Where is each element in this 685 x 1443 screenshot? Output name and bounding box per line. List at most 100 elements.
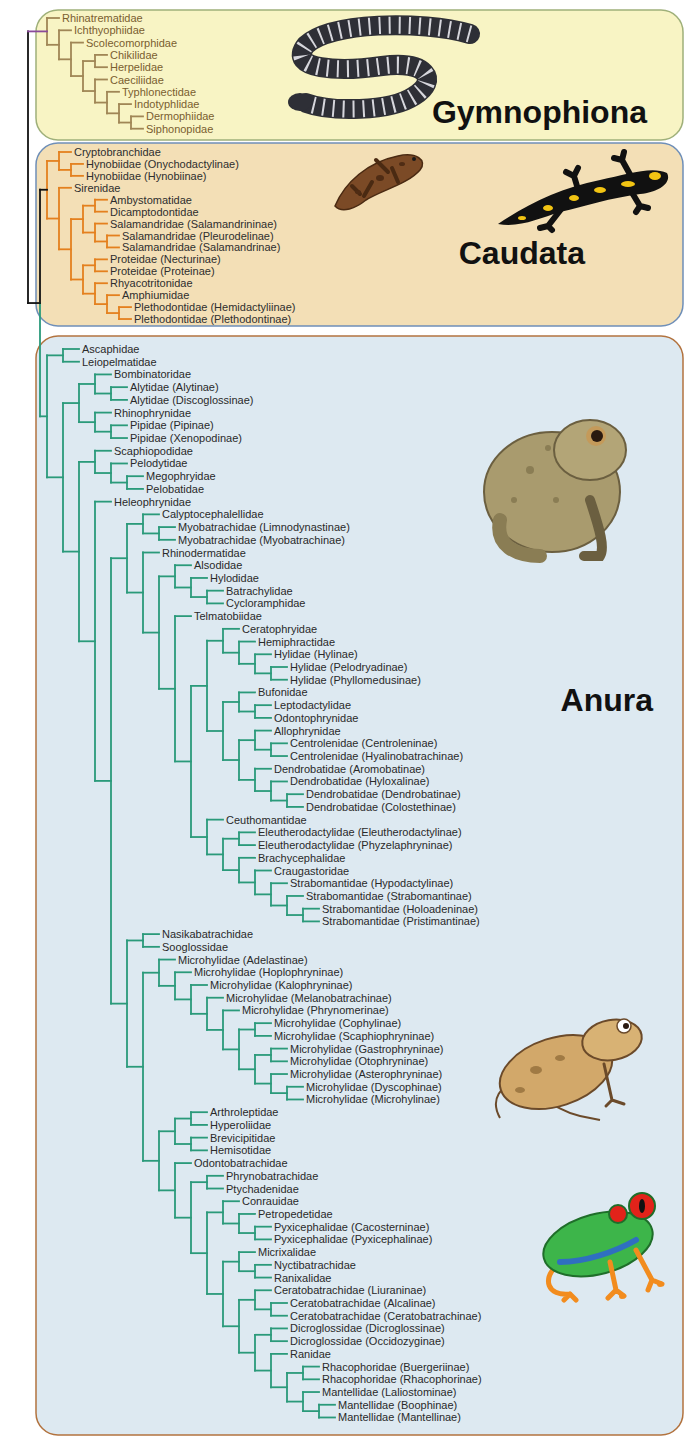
tree-branch [191, 1181, 207, 1183]
taxon-label: Myobatrachidae (Myobatrachinae) [178, 534, 345, 546]
taxon-label: Microhylidae (Gastrophryninae) [290, 1043, 443, 1055]
tree-branch [127, 475, 143, 477]
tree-branch [271, 1353, 287, 1355]
taxon-label: Micrixalidae [258, 1246, 316, 1258]
tree-branch [63, 348, 79, 350]
taxon-label: Microhylidae (Microhylinae) [306, 1093, 440, 1105]
tree-branch [175, 761, 191, 763]
band-outline [36, 336, 683, 1435]
taxon-label: Heleophrynidae [114, 496, 191, 508]
hellbender-eye [412, 157, 416, 161]
tree-branch [95, 211, 107, 213]
tree-frog-eye [629, 1193, 655, 1219]
taxon-label: Telmatobiidae [194, 610, 262, 622]
tree-branch [255, 1308, 271, 1310]
toad-head [554, 420, 626, 480]
taxon-label: Hylodidae [210, 572, 259, 584]
taxon-label: Rhacophoridae (Buergeriinae) [322, 1361, 469, 1373]
tree-branch [223, 838, 239, 840]
taxon-label: Pelodytidae [130, 457, 188, 469]
taxon-label: Rhinatrematidae [62, 12, 143, 24]
tree-branch [127, 940, 143, 942]
tree-branch [271, 905, 287, 907]
taxon-label: Ptychadenidae [226, 1183, 299, 1195]
frog-spot [530, 1066, 542, 1074]
taxon-label: Siphonopidae [146, 123, 213, 135]
tree-branch [271, 679, 287, 681]
taxon-label: Cryptobranchidae [74, 146, 161, 158]
taxon-label: Chikilidae [110, 49, 158, 61]
tree-branch [127, 1066, 143, 1068]
taxon-label: Ranixalidae [274, 1272, 331, 1284]
tree-branch [287, 895, 303, 897]
tree-branch [207, 1175, 223, 1177]
tree-branch [239, 882, 255, 884]
tree-branch [191, 1137, 207, 1139]
taxon-label: Arthroleptidae [210, 1106, 279, 1118]
taxon-label: Ambystomatidae [110, 194, 192, 206]
taxon-label: Nasikabatrachidae [162, 928, 253, 940]
tree-branch [287, 1401, 303, 1403]
taxon-label: Pipidae (Xenopodinae) [130, 432, 242, 444]
taxon-label: Ichthyophiidae [74, 24, 145, 36]
tree-branch [271, 1315, 287, 1317]
tree-branch [191, 1111, 207, 1113]
tree-branch [287, 806, 303, 808]
tree-branch [255, 1277, 271, 1279]
tree-frog-flank [560, 1240, 636, 1262]
tree-branch [107, 247, 119, 249]
hellbender-spot [376, 175, 384, 181]
salamander-spot [569, 195, 579, 201]
tree-branch [175, 971, 191, 973]
taxon-label: Megophryidae [146, 470, 216, 482]
tree-branch [255, 717, 271, 719]
taxon-label: Dicamptodontidae [110, 206, 199, 218]
tree-branch [111, 386, 127, 388]
tree-branch [191, 685, 207, 687]
taxon-label: Centrolenidae (Centroleninae) [290, 737, 437, 749]
tree-branch [303, 921, 319, 923]
tree-branch [271, 1386, 287, 1388]
tree-branch [191, 1124, 207, 1126]
taxon-label: Dendrobatidae (Hyloxalinae) [290, 775, 429, 787]
tree-branch [95, 303, 107, 305]
band-layer [36, 10, 683, 1435]
taxon-label: Microhylidae (Asterophryninae) [290, 1068, 442, 1080]
taxon-label: Pipidae (Pipinae) [130, 419, 214, 431]
tree-branch [175, 587, 191, 589]
taxon-label: Scaphiopodidae [114, 445, 193, 457]
tree-branch [191, 836, 207, 838]
tree-branch [95, 780, 111, 782]
taxon-label: Salamandridae (Salamandrininae) [110, 218, 277, 230]
tree-branch [191, 1013, 207, 1015]
taxon-label: Plethodontidae (Plethodontinae) [134, 313, 291, 325]
tree-branch [131, 128, 143, 130]
tree-branch [47, 17, 59, 19]
taxon-label: Leptodactylidae [274, 699, 351, 711]
tree-branch [271, 742, 287, 744]
tree-branch [175, 999, 191, 1001]
tree-branch [271, 1302, 287, 1304]
tree-branch [271, 1073, 287, 1075]
tree-branch [191, 577, 207, 579]
toad-leg [499, 520, 540, 556]
tree-branch [239, 844, 255, 846]
taxon-label: Alytidae (Alytinae) [130, 381, 219, 393]
tree-branch [71, 175, 83, 177]
tree-branch [95, 79, 107, 81]
taxon-label: Strabomantidae (Hypodactylinae) [290, 877, 453, 889]
taxon-label: Hylidae (Hylinae) [274, 648, 358, 660]
tree-branch [223, 1048, 239, 1050]
tree-frog-toe [619, 1293, 625, 1299]
tree-branch [95, 282, 107, 284]
tree-branch [207, 854, 223, 856]
toad-eye [586, 426, 606, 446]
tree-branch [159, 985, 175, 987]
tree-branch [107, 312, 119, 314]
tree-branch [207, 1029, 223, 1031]
taxon-label: Craugastoridae [274, 865, 349, 877]
toad-illustration [484, 420, 626, 556]
tree-branch [207, 603, 223, 605]
tree-branch [47, 476, 63, 478]
taxon-label: Alsodidae [194, 559, 242, 571]
